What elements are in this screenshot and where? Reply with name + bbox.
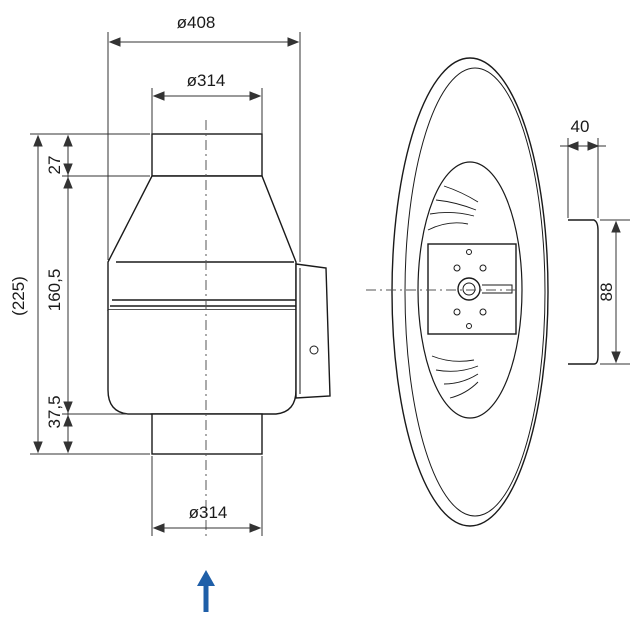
side-junction-box bbox=[568, 219, 599, 365]
label-side-box-height: 88 bbox=[597, 283, 616, 302]
dim-side-depth bbox=[560, 138, 606, 218]
label-top-outer-diameter: ø408 bbox=[177, 13, 216, 32]
mount-hole-4 bbox=[479, 308, 487, 316]
label-bottom-collar-height: 37,5 bbox=[45, 395, 64, 428]
conical-body bbox=[107, 175, 297, 311]
dim-top-inlet bbox=[151, 88, 263, 134]
impeller-opening bbox=[417, 161, 523, 419]
top-collar bbox=[151, 133, 263, 177]
mount-hole-3 bbox=[453, 308, 461, 316]
dim-vertical-chain bbox=[30, 133, 150, 455]
side-elevation bbox=[107, 133, 331, 455]
mount-hole-2 bbox=[479, 264, 487, 272]
motor-shaft bbox=[462, 282, 476, 296]
motor-hub bbox=[457, 277, 481, 301]
label-overall-height: (225) bbox=[9, 276, 28, 316]
lower-housing bbox=[107, 310, 297, 415]
mount-hole-6 bbox=[466, 323, 472, 329]
label-side-depth: 40 bbox=[571, 117, 590, 136]
cable-gland bbox=[309, 345, 319, 355]
dim-top-outer bbox=[107, 32, 301, 262]
cable-conduit bbox=[482, 284, 513, 294]
mount-hole-1 bbox=[453, 264, 461, 272]
terminal-box bbox=[295, 263, 331, 399]
outer-disc-rim bbox=[404, 67, 546, 517]
dim-side-box-height bbox=[600, 219, 630, 365]
mount-hole-5 bbox=[466, 249, 472, 255]
motor-plate bbox=[427, 243, 517, 335]
label-body-height: 160,5 bbox=[45, 269, 64, 312]
label-top-collar-height: 27 bbox=[45, 156, 64, 175]
label-top-inlet-diameter: ø314 bbox=[187, 71, 226, 90]
front-view bbox=[391, 57, 599, 527]
dim-bottom-outlet bbox=[151, 456, 263, 536]
impeller-blades bbox=[427, 185, 479, 399]
label-bottom-outlet-diameter: ø314 bbox=[189, 503, 228, 522]
arrow-up-icon bbox=[197, 570, 215, 612]
bottom-collar bbox=[151, 413, 263, 455]
